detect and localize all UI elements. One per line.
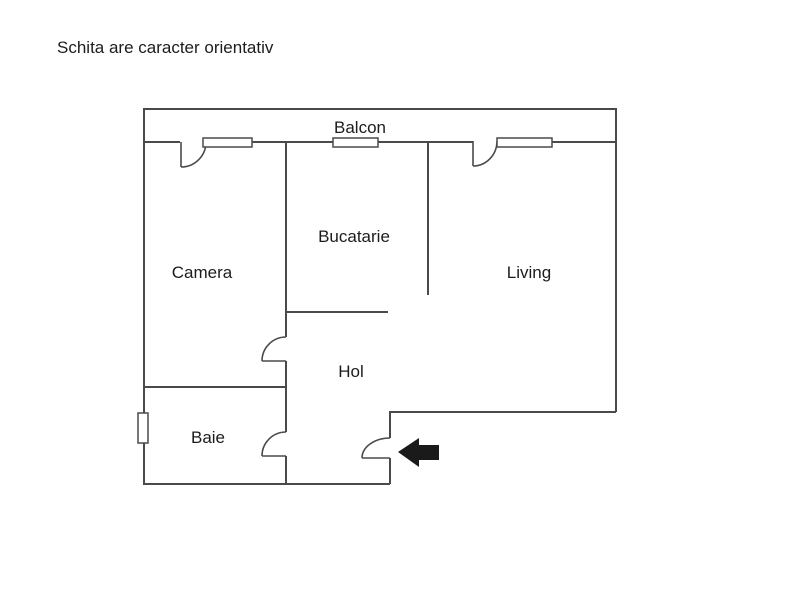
door-arc-living-balcon [472, 140, 498, 167]
door-arc-entrance [361, 437, 391, 459]
doors [180, 140, 498, 459]
window-bucatarie [332, 137, 379, 148]
door-arc-baie-hol [261, 431, 287, 457]
window-baie [137, 412, 149, 444]
room-label-camera: Camera [172, 263, 233, 282]
windows [137, 137, 553, 444]
window-camera [202, 137, 253, 148]
room-label-hol: Hol [338, 362, 364, 381]
room-label-living: Living [507, 263, 551, 282]
disclaimer-text: Schita are caracter orientativ [57, 38, 274, 57]
window-living [496, 137, 553, 148]
interior-walls [143, 142, 429, 484]
outer-walls [143, 108, 617, 485]
room-labels: Balcon Camera Bucatarie Living Hol Baie [172, 118, 551, 447]
room-label-bucatarie: Bucatarie [318, 227, 390, 246]
room-label-balcon: Balcon [334, 118, 386, 137]
room-label-baie: Baie [191, 428, 225, 447]
door-arc-camera-hol [261, 336, 287, 362]
entrance-arrow-icon [398, 438, 439, 467]
